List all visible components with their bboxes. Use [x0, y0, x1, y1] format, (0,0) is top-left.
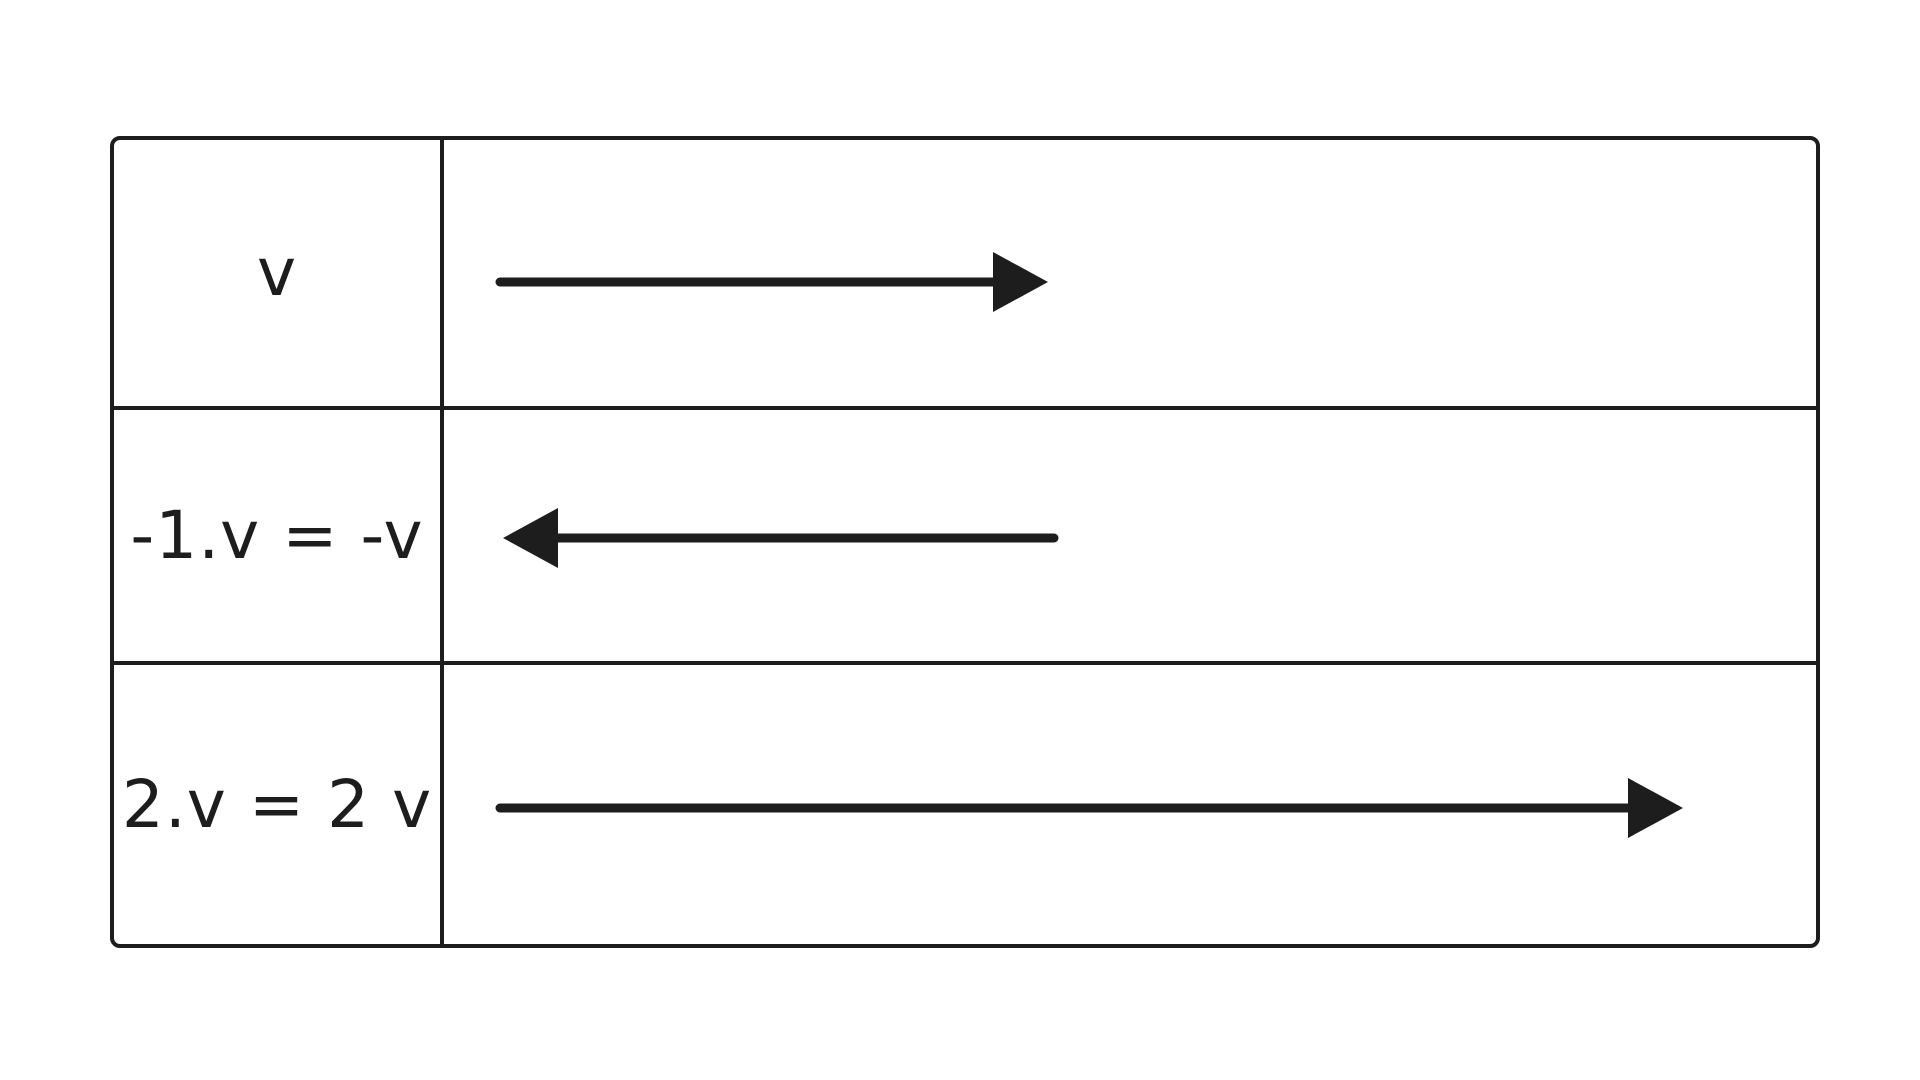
- row-2-arrow-cell: [444, 410, 1816, 665]
- row-1-label-cell: v: [114, 140, 444, 410]
- row-1-vector-svg: [495, 252, 1048, 312]
- row-3-vector-arrowhead: [1628, 778, 1683, 838]
- row-2-label: -1.v = -v: [130, 496, 424, 574]
- row-3-arrow-cell: [444, 665, 1816, 944]
- row-1-arrow-cell: [444, 140, 1816, 410]
- row-2-vector-svg: [503, 508, 1059, 568]
- row-2-vector-arrowhead: [503, 508, 558, 568]
- row-1-label: v: [256, 234, 298, 311]
- row-1-vector-arrowhead: [993, 252, 1048, 312]
- row-2-label-cell: -1.v = -v: [114, 410, 444, 665]
- row-3-label-cell: 2.v = 2 v: [114, 665, 444, 944]
- vector-scaling-table: v -1.v = -v 2.v = 2 v: [110, 136, 1820, 948]
- row-3-label: 2.v = 2 v: [121, 765, 433, 843]
- row-3-vector-svg: [495, 778, 1683, 838]
